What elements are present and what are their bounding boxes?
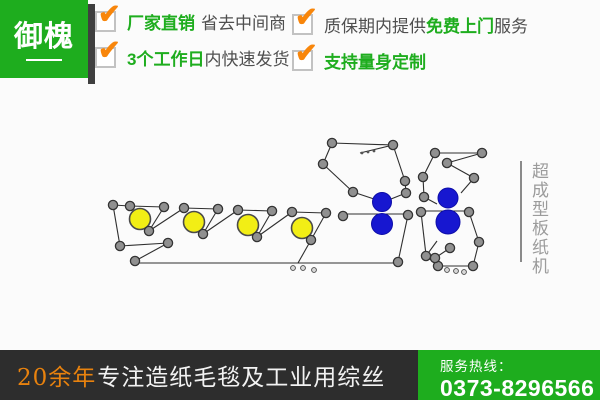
check-icon: ✔ bbox=[98, 34, 121, 65]
feature-text: 质保期内提供免费上门服务 bbox=[324, 12, 528, 37]
feature-plain: 内快速发货 bbox=[204, 49, 290, 69]
checkbox-icon: ✔ bbox=[95, 0, 121, 32]
side-label: 超成型板纸机 bbox=[529, 162, 548, 276]
feature-highlight: 支持量身定制 bbox=[324, 52, 426, 72]
checkbox-icon: ✔ bbox=[292, 3, 318, 35]
feature-text: 厂家直销省去中间商 bbox=[127, 9, 286, 34]
feature-highlight: 3个工作日 bbox=[127, 49, 205, 69]
side-label-line bbox=[520, 161, 522, 262]
check-icon: ✔ bbox=[295, 37, 318, 68]
brand-logo: 御槐 bbox=[0, 0, 88, 78]
feature-text: 支持量身定制 bbox=[324, 48, 426, 73]
checkbox-icon: ✔ bbox=[95, 36, 121, 68]
hotline-label: 服务热线： bbox=[440, 359, 513, 374]
brand-name: 御槐 bbox=[13, 19, 74, 53]
feature-highlight: 免费上门 bbox=[426, 16, 494, 36]
check-icon: ✔ bbox=[98, 0, 121, 29]
feature-text: 3个工作日内快速发货 bbox=[127, 45, 289, 70]
feature-plain: 质保期内提供 bbox=[324, 16, 426, 36]
checkbox-icon: ✔ bbox=[292, 39, 318, 71]
slogan-years: 20余年 bbox=[17, 365, 97, 391]
feature-highlight: 厂家直销 bbox=[127, 13, 195, 33]
feature-item-customization: ✔ 支持量身定制 bbox=[292, 39, 426, 73]
feature-item-warranty-service: ✔ 质保期内提供免费上门服务 bbox=[292, 3, 528, 37]
feature-plain: 省去中间商 bbox=[201, 13, 286, 33]
feature-item-direct-sale: ✔ 厂家直销省去中间商 bbox=[95, 0, 286, 34]
slogan-text: 专注造纸毛毯及工业用综丝 bbox=[97, 365, 386, 391]
footer-bar: 20余年专注造纸毛毯及工业用综丝 服务热线： 0373-8296566 bbox=[0, 350, 600, 400]
phone-number: 0373-8296566 bbox=[440, 375, 595, 400]
brand-underline bbox=[26, 59, 62, 61]
feature-plain: 服务 bbox=[494, 16, 528, 36]
footer-slogan: 20余年专注造纸毛毯及工业用综丝 bbox=[0, 350, 418, 400]
hotline-box: 服务热线： 0373-8296566 bbox=[418, 350, 600, 400]
brand-stripe bbox=[88, 4, 95, 84]
feature-item-fast-shipping: ✔ 3个工作日内快速发货 bbox=[95, 36, 289, 70]
check-icon: ✔ bbox=[295, 1, 318, 32]
